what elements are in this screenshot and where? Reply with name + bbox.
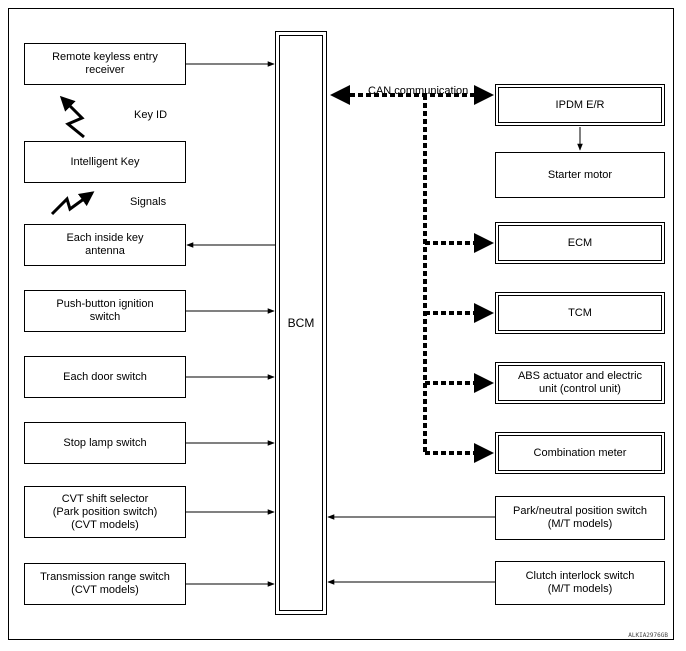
push-button-ignition-switch-box: Push-button ignition switch <box>24 290 186 332</box>
box-label: Starter motor <box>547 168 613 181</box>
abs-actuator-box: ABS actuator and electric unit (control … <box>495 362 665 404</box>
each-door-switch-box: Each door switch <box>24 356 186 398</box>
transmission-range-switch-box: Transmission range switch (CVT models) <box>24 563 186 605</box>
signals-label: Signals <box>130 196 167 208</box>
box-label: Intelligent Key <box>70 155 140 168</box>
box-label: Combination meter <box>533 446 627 459</box>
bcm-block: BCM <box>275 31 327 615</box>
ecm-box: ECM <box>495 222 665 264</box>
signals-signal-icon <box>50 191 95 216</box>
box-label: Remote keyless entry receiver <box>52 51 158 76</box>
can-communication-label: CAN communication <box>368 85 469 97</box>
box-label: ABS actuator and electric unit (control … <box>517 370 643 395</box>
each-inside-key-antenna-box: Each inside key antenna <box>24 224 186 266</box>
box-label: Push-button ignition switch <box>56 298 154 323</box>
stop-lamp-switch-box: Stop lamp switch <box>24 422 186 464</box>
intelligent-key-box: Intelligent Key <box>24 141 186 183</box>
can-bus <box>330 85 494 463</box>
tcm-box: TCM <box>495 292 665 334</box>
box-label: Stop lamp switch <box>63 436 147 449</box>
remote-keyless-entry-receiver-box: Remote keyless entry receiver <box>24 43 186 85</box>
box-label: IPDM E/R <box>555 98 605 111</box>
box-label: TCM <box>568 306 592 319</box>
ipdm-er-box: IPDM E/R <box>495 84 665 126</box>
box-label: Each inside key antenna <box>66 232 144 257</box>
key-id-label: Key ID <box>134 109 168 121</box>
box-label: Park/neutral position switch (M/T models… <box>513 505 647 530</box>
box-label: ECM <box>567 236 593 249</box>
box-label: Transmission range switch (CVT models) <box>40 571 170 596</box>
combination-meter-box: Combination meter <box>495 432 665 474</box>
figure-code: ALKIA2976GB <box>628 632 668 639</box>
key-id-signal-icon <box>59 95 85 139</box>
diagram-frame <box>8 8 674 640</box>
bcm-label: BCM <box>287 316 315 330</box>
park-neutral-position-switch-box: Park/neutral position switch (M/T models… <box>495 496 665 540</box>
clutch-interlock-switch-box: Clutch interlock switch (M/T models) <box>495 561 665 605</box>
cvt-shift-selector-box: CVT shift selector (Park position switch… <box>24 486 186 538</box>
box-label: Each door switch <box>63 370 147 383</box>
box-label: Clutch interlock switch (M/T models) <box>525 570 635 595</box>
starter-motor-box: Starter motor <box>495 152 665 198</box>
box-label: CVT shift selector (Park position switch… <box>52 492 158 531</box>
